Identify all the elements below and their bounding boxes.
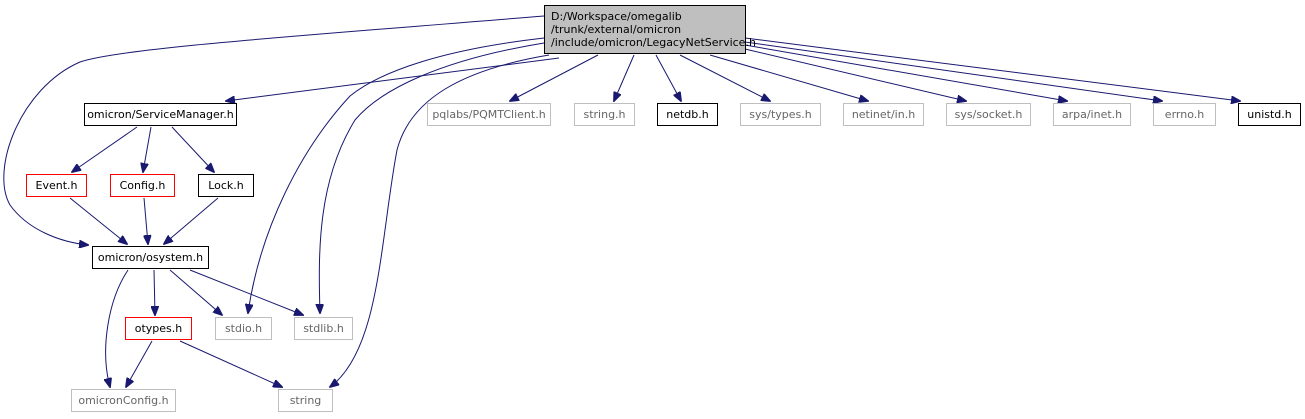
node-otypes[interactable]: otypes.h [125, 317, 192, 340]
edge-servicemanager-to-lock [171, 126, 214, 172]
node-box [215, 317, 272, 340]
node-label: unistd.h [1247, 108, 1292, 121]
node-box [544, 5, 746, 54]
edge-root-to-string [330, 54, 550, 387]
node-box [26, 174, 87, 197]
edge-otypes-to-omicronconfig [126, 340, 153, 387]
node-osystem[interactable]: omicron/osystem.h [92, 246, 209, 269]
node-box [1153, 103, 1216, 126]
node-box [278, 389, 333, 412]
edge-osystem-to-stdio [169, 269, 222, 315]
edge-lock-to-osystem [164, 197, 219, 244]
edge-osystem-to-omicronconfig [106, 269, 129, 387]
node-box [294, 317, 353, 340]
node-label: stdio.h [225, 322, 262, 335]
node-servicemanager[interactable]: omicron/ServiceManager.h [84, 103, 237, 126]
edge-servicemanager-to-config [143, 126, 152, 172]
node-box [946, 103, 1031, 126]
edge-root-to-syssocket [744, 48, 966, 101]
edge-config-to-osystem [144, 197, 148, 244]
edge-root-to-unistd [744, 37, 1240, 101]
node-box [71, 389, 176, 412]
node-box [843, 103, 924, 126]
edge-root-to-systypes [679, 54, 770, 101]
edge-root-to-string_h [614, 54, 635, 101]
edge-root-to-stdio [248, 37, 545, 313]
node-label: netinet/in.h [852, 108, 915, 121]
node-arpainet[interactable]: arpa/inet.h [1053, 103, 1131, 126]
node-unistd[interactable]: unistd.h [1238, 103, 1301, 126]
node-pqmt[interactable]: pqlabs/PQMTClient.h [427, 103, 551, 126]
node-label: otypes.h [135, 322, 183, 335]
node-box [740, 103, 821, 126]
edge-root-to-arpainet [744, 44, 1067, 101]
node-config[interactable]: Config.h [110, 174, 175, 197]
node-errno[interactable]: errno.h [1153, 103, 1216, 126]
node-label: Lock.h [208, 179, 244, 192]
node-syssocket[interactable]: sys/socket.h [946, 103, 1031, 126]
edge-servicemanager-to-event [72, 126, 138, 172]
node-string_h[interactable]: string.h [574, 103, 635, 126]
node-lock[interactable]: Lock.h [198, 174, 254, 197]
edges-layer [3, 15, 1240, 387]
edge-root-to-errno [744, 41, 1162, 101]
node-box [574, 103, 635, 126]
node-box [427, 103, 551, 126]
node-box [1053, 103, 1131, 126]
node-label: sys/socket.h [955, 108, 1023, 121]
edge-root-to-netdb [655, 54, 681, 101]
node-box [125, 317, 192, 340]
edge-root-to-osystem [3, 15, 545, 245]
edge-root-to-netinet [709, 54, 868, 101]
node-systypes[interactable]: sys/types.h [740, 103, 821, 126]
node-box [657, 103, 718, 126]
edge-osystem-to-otypes [154, 269, 155, 315]
node-label: omicronConfig.h [78, 394, 168, 407]
node-stdlib[interactable]: stdlib.h [294, 317, 353, 340]
node-netdb[interactable]: netdb.h [657, 103, 718, 126]
edge-osystem-to-stdlib [189, 269, 303, 315]
node-string[interactable]: string [278, 389, 333, 412]
node-label: arpa/inet.h [1062, 108, 1122, 121]
edge-root-to-stdlib [319, 42, 545, 313]
node-label: pqlabs/PQMTClient.h [432, 108, 545, 121]
node-box [84, 103, 237, 126]
node-label: Config.h [120, 179, 166, 192]
node-box [198, 174, 254, 197]
node-label: sys/types.h [749, 108, 811, 121]
node-box [92, 246, 209, 269]
node-stdio[interactable]: stdio.h [215, 317, 272, 340]
node-label: /trunk/external/omicron [551, 23, 681, 36]
edge-event-to-osystem [69, 197, 127, 244]
node-label: errno.h [1165, 108, 1204, 121]
node-event[interactable]: Event.h [26, 174, 87, 197]
edge-root-to-pqmt [510, 54, 599, 101]
node-box [110, 174, 175, 197]
node-label: string [290, 394, 322, 407]
node-label: D:/Workspace/omegalib [551, 10, 682, 23]
edge-otypes-to-string [179, 340, 282, 387]
edge-root-to-servicemanager [226, 57, 560, 101]
node-root: D:/Workspace/omegalib/trunk/external/omi… [544, 5, 756, 54]
node-label: string.h [583, 108, 625, 121]
node-label: stdlib.h [303, 322, 344, 335]
node-label: Event.h [36, 179, 78, 192]
node-label: omicron/ServiceManager.h [87, 108, 234, 121]
node-omicronconfig[interactable]: omicronConfig.h [71, 389, 176, 412]
node-netinet[interactable]: netinet/in.h [843, 103, 924, 126]
nodes-layer: D:/Workspace/omegalib/trunk/external/omi… [26, 5, 1301, 412]
node-box [1238, 103, 1301, 126]
node-label: netdb.h [666, 108, 709, 121]
node-label: omicron/osystem.h [98, 251, 203, 264]
node-label: /include/omicron/LegacyNetService.h [551, 36, 756, 49]
